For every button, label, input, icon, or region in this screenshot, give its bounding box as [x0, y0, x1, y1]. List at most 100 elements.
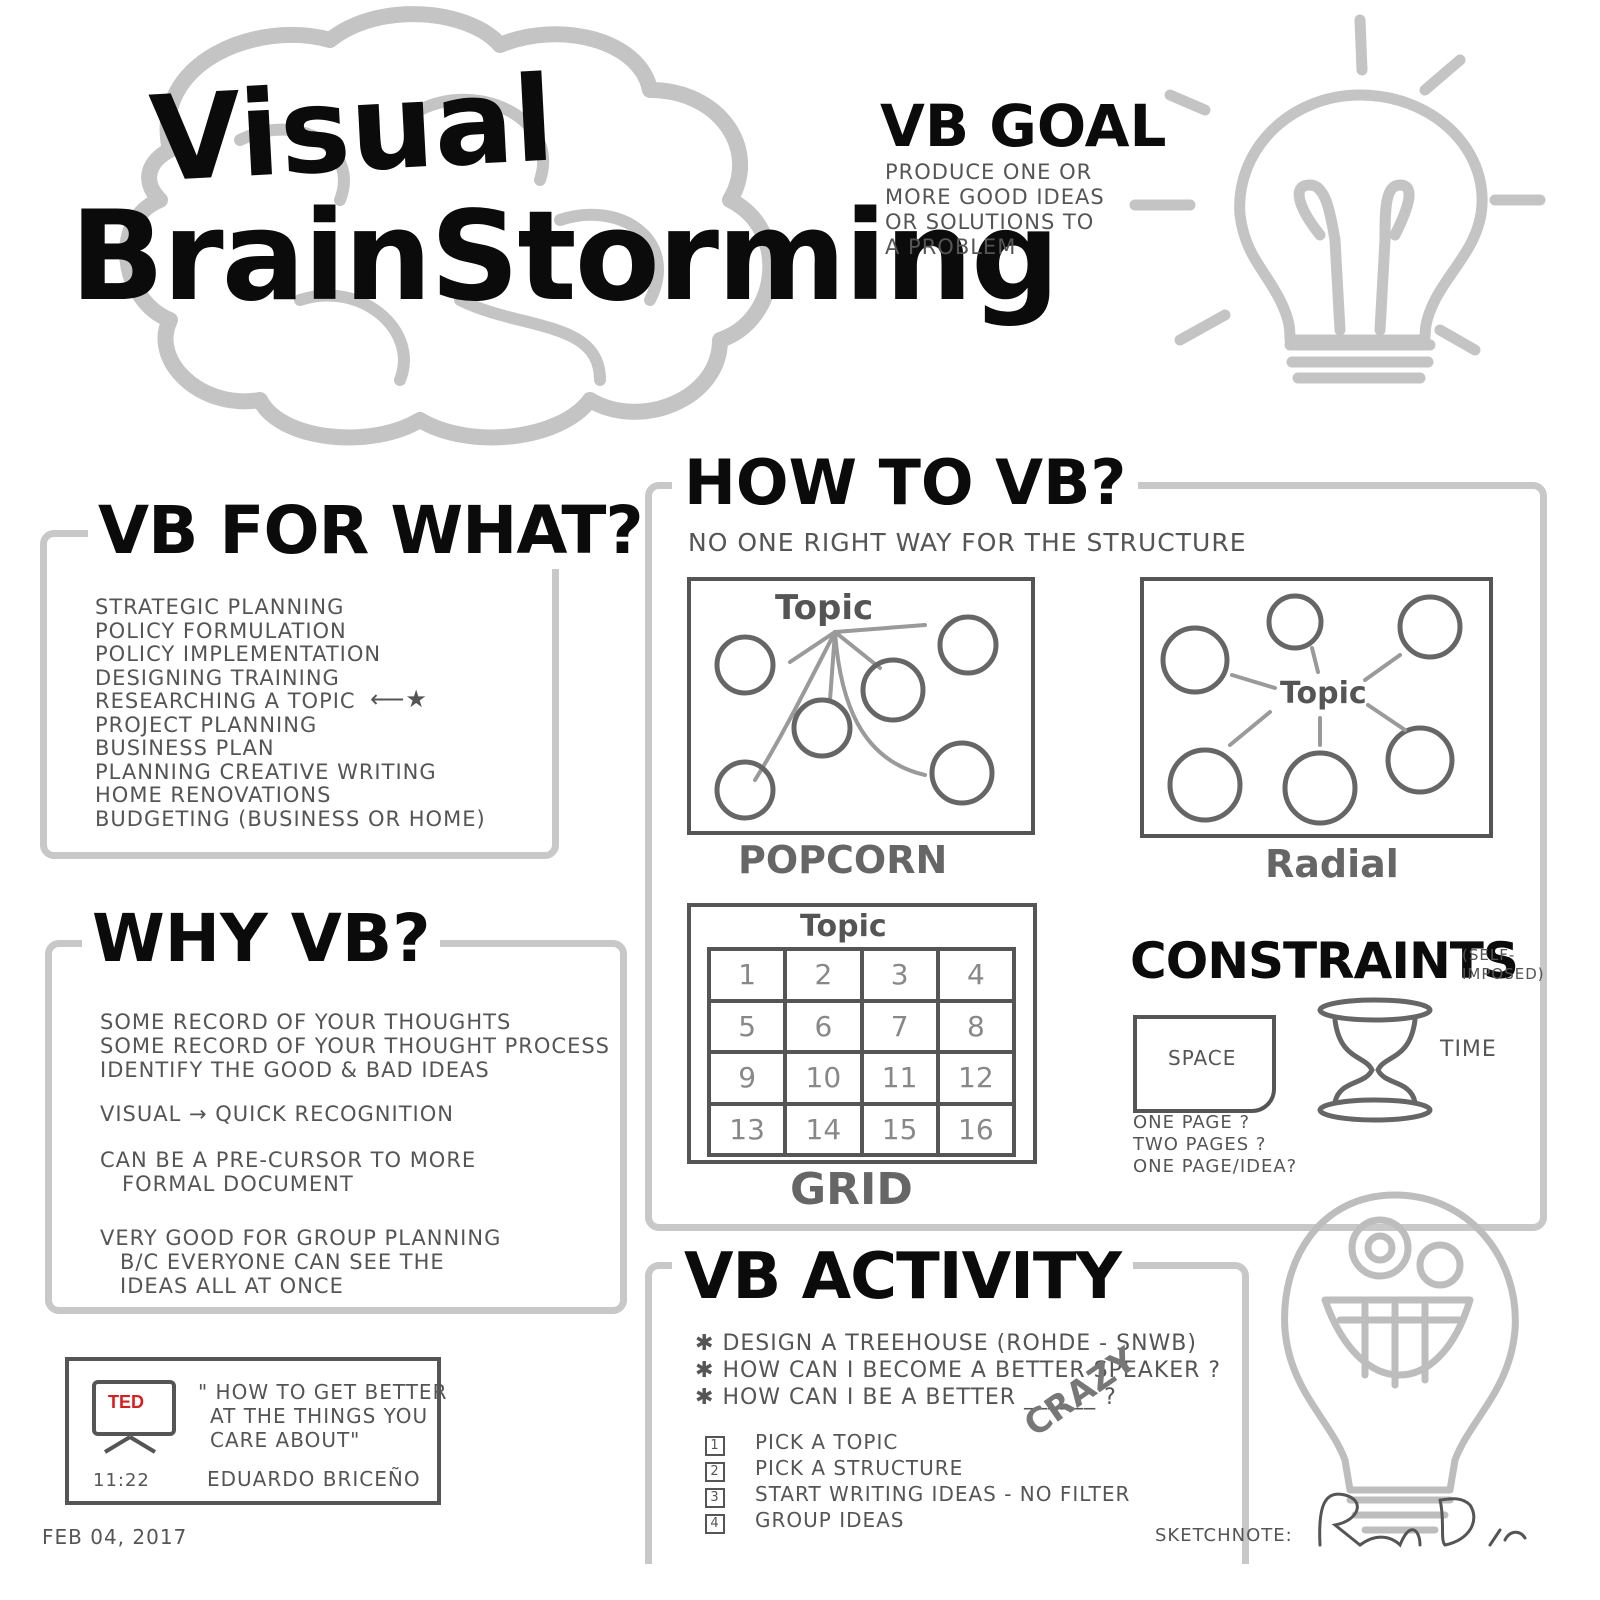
radial-diagram — [1140, 577, 1493, 838]
list-item: PROJECT PLANNING — [95, 712, 318, 737]
why-line: IDENTIFY THE GOOD & BAD IDEAS — [100, 1058, 490, 1082]
why-line: SOME RECORD OF YOUR THOUGHT PROCESS — [100, 1034, 611, 1058]
radial-topic: Topic — [1280, 676, 1367, 711]
space-label: SPACE — [1168, 1046, 1237, 1070]
step-text: PICK A STRUCTURE — [755, 1456, 964, 1480]
grid-cell: 7 — [863, 1002, 940, 1054]
activity-bullets: ✱ DESIGN A TREEHOUSE (ROHDE - SNWB) ✱ HO… — [695, 1330, 1221, 1411]
list-item: PLANNING CREATIVE WRITING — [95, 759, 437, 784]
list-item: HOME RENOVATIONS — [95, 783, 332, 807]
why-heading: WHY VB? — [82, 900, 441, 977]
grid-cell: 8 — [939, 1002, 1016, 1054]
grid-cell: 12 — [939, 1054, 1016, 1106]
why-line: B/C EVERYONE CAN SEE THE — [120, 1250, 445, 1274]
ted-quote-line: " HOW TO GET BETTER — [198, 1380, 448, 1404]
star-arrow-icon: ⟵★ — [370, 685, 428, 713]
grid-cell: 10 — [787, 1054, 864, 1106]
grid-cell: 3 — [863, 951, 940, 1003]
how-subtitle: NO ONE RIGHT WAY FOR THE STRUCTURE — [688, 528, 1247, 557]
activity-bullet: ✱ HOW CAN I BECOME A BETTER SPEAKER ? — [695, 1357, 1221, 1384]
grid-cell: 15 — [863, 1105, 940, 1157]
activity-step: 2 PICK A STRUCTURE — [705, 1456, 1130, 1482]
ted-duration: 11:22 — [93, 1470, 150, 1491]
activity-heading: VB ACTIVITY — [672, 1240, 1133, 1314]
why-line: CAN BE A PRE-CURSOR TO MORE — [100, 1148, 477, 1172]
popcorn-label: POPCORN — [738, 838, 948, 882]
ted-quote: " HOW TO GET BETTER AT THE THINGS YOU CA… — [198, 1380, 447, 1452]
asterisk-icon: ✱ — [695, 1331, 723, 1356]
how-heading: HOW TO VB? — [672, 446, 1139, 519]
grid-label: GRID — [790, 1164, 913, 1215]
grid-cell: 13 — [711, 1105, 788, 1157]
for-what-heading: VB FOR WHAT? — [88, 492, 653, 569]
activity-bullet-text: HOW CAN I BE A BETTER ______ ? — [722, 1385, 1117, 1410]
grid-cell: 4 — [939, 951, 1016, 1003]
time-label: TIME — [1440, 1037, 1497, 1062]
grid-cell: 16 — [939, 1105, 1016, 1157]
grid-cell: 1 — [711, 951, 788, 1003]
activity-bullet-text: HOW CAN I BECOME A BETTER SPEAKER ? — [722, 1358, 1222, 1383]
activity-bullet-text: DESIGN A TREEHOUSE (ROHDE - SNWB) — [722, 1331, 1197, 1356]
list-item: BUSINESS PLAN — [95, 736, 275, 760]
grid-cell: 6 — [787, 1002, 864, 1054]
goal-heading: VB GOAL — [880, 92, 1167, 160]
activity-bullet: ✱ DESIGN A TREEHOUSE (ROHDE - SNWB) — [695, 1330, 1221, 1357]
grid-table: 1 2 3 4 5 6 7 8 9 10 11 12 13 14 15 16 — [707, 947, 1016, 1157]
title-brainstorming: BrainStorming — [70, 185, 1060, 329]
list-item: RESEARCHING A TOPIC ⟵★ — [95, 685, 486, 714]
ted-quote-line: AT THE THINGS YOU — [210, 1404, 429, 1428]
ted-speaker: EDUARDO BRICEÑO — [207, 1467, 421, 1491]
date-label: FEB 04, 2017 — [42, 1525, 188, 1549]
step-number: 3 — [705, 1488, 725, 1508]
step-text: GROUP IDEAS — [755, 1508, 905, 1532]
grid-cell: 9 — [711, 1054, 788, 1106]
goal-line: MORE GOOD IDEAS — [885, 185, 1105, 209]
ted-quote-line: CARE ABOUT" — [210, 1428, 361, 1452]
activity-bullet: ✱ HOW CAN I BE A BETTER ______ ? — [695, 1384, 1221, 1411]
list-item: DESIGNING TRAINING — [95, 665, 340, 690]
why-line: VERY GOOD FOR GROUP PLANNING — [100, 1226, 502, 1250]
step-number: 1 — [705, 1436, 725, 1456]
space-note-icon — [1133, 1015, 1276, 1113]
pages-line: ONE PAGE/IDEA? — [1133, 1156, 1298, 1177]
grid-diagram — [687, 903, 1037, 1164]
ted-logo: TED — [108, 1392, 144, 1412]
popcorn-diagram — [687, 577, 1035, 835]
grid-cell: 2 — [787, 951, 864, 1003]
asterisk-icon: ✱ — [695, 1358, 723, 1383]
goal-line: OR SOLUTIONS TO — [885, 210, 1095, 234]
grid-cell: 14 — [787, 1105, 864, 1157]
for-what-list: STRATEGIC PLANNING POLICY FORMULATION PO… — [95, 595, 486, 831]
goal-line: PRODUCE ONE OR — [885, 160, 1093, 184]
pages-line: TWO PAGES ? — [1133, 1134, 1267, 1155]
grid-cell: 5 — [711, 1002, 788, 1054]
why-line: FORMAL DOCUMENT — [122, 1172, 354, 1196]
goal-text: PRODUCE ONE OR MORE GOOD IDEAS OR SOLUTI… — [885, 160, 1105, 260]
why-line: VISUAL → QUICK RECOGNITION — [100, 1102, 454, 1126]
list-item: STRATEGIC PLANNING — [95, 595, 345, 619]
radial-label: Radial — [1265, 842, 1399, 886]
goal-line: A PROBLEM — [885, 235, 1017, 259]
constraints-note: (SELF-IMPOSED) — [1462, 946, 1545, 983]
sketchnote-label: SKETCHNOTE: — [1155, 1525, 1293, 1546]
list-item-label: RESEARCHING A TOPIC — [95, 689, 356, 713]
ted-talk-card — [65, 1357, 441, 1505]
list-item: POLICY IMPLEMENTATION — [95, 642, 382, 666]
grid-topic: Topic — [800, 909, 887, 944]
why-line: IDEAS ALL AT ONCE — [120, 1274, 344, 1298]
step-number: 2 — [705, 1462, 725, 1482]
grid-cell: 11 — [863, 1054, 940, 1106]
list-item: POLICY FORMULATION — [95, 618, 347, 643]
step-number: 4 — [705, 1514, 725, 1534]
asterisk-icon: ✱ — [695, 1385, 723, 1410]
